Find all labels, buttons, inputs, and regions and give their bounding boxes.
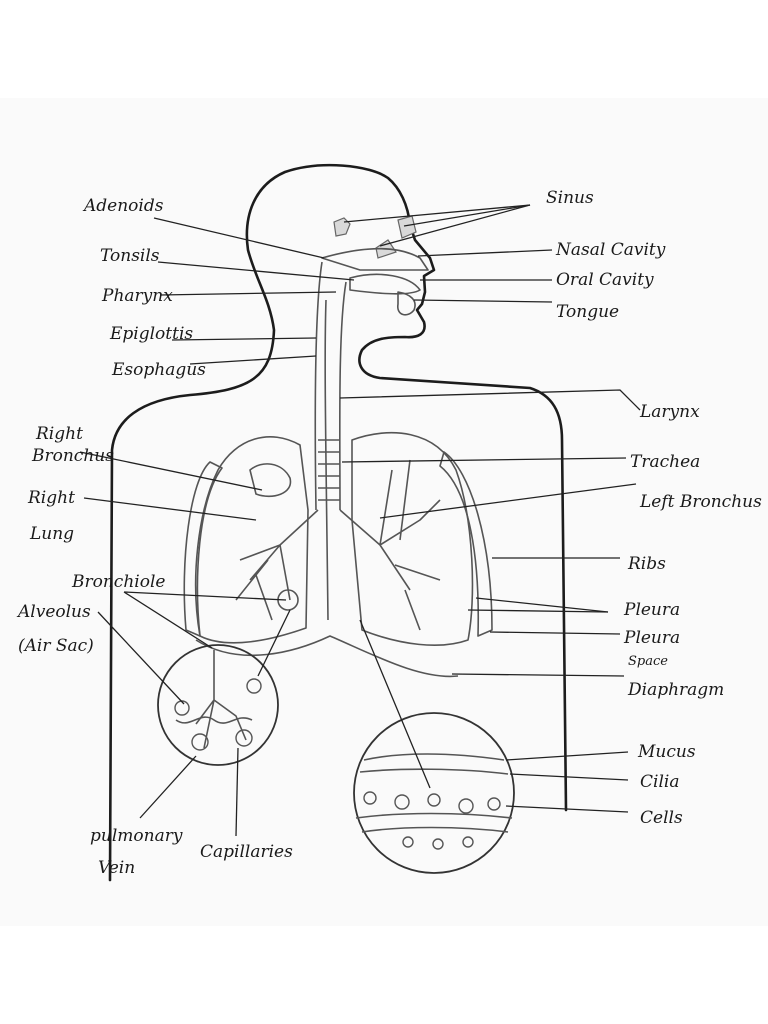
alveolus-sac-3: [175, 701, 189, 715]
label-tongue: Tongue: [556, 302, 619, 322]
leader-alveolus-inset-link: [258, 610, 290, 676]
alveolus-sac-2: [236, 730, 252, 746]
mucus-layer: [364, 754, 504, 760]
leader-right-lung: [84, 498, 256, 520]
label-pleura-space-line2: Space: [628, 652, 668, 672]
bronchi-split: [250, 510, 410, 590]
label-oral-cavity: Oral Cavity: [556, 270, 654, 290]
cilia-layer: [360, 769, 508, 774]
nasal-passage: [322, 249, 428, 270]
leader-adenoids: [154, 218, 324, 258]
label-epiglottis: Epiglottis: [110, 324, 193, 344]
label-sinus: Sinus: [546, 188, 594, 208]
leader-larynx: [340, 390, 640, 410]
leader-pleura-space: [490, 632, 620, 634]
label-diaphragm: Diaphragm: [628, 680, 724, 700]
label-esophagus: Esophagus: [112, 360, 206, 380]
label-pulmonary-vein-line2: Vein: [98, 858, 135, 878]
pharynx-left-wall: [315, 262, 322, 510]
label-trachea: Trachea: [630, 452, 700, 472]
leader-trachea: [342, 458, 626, 462]
epithelial-cell-3: [428, 794, 440, 806]
diaphragm-shape: [196, 636, 458, 676]
label-right-lung-line1: Right: [28, 488, 75, 508]
label-adenoids: Adenoids: [84, 196, 163, 216]
leader-diaphragm: [452, 674, 624, 676]
oral-cavity-shape: [350, 274, 420, 293]
label-mucus: Mucus: [638, 742, 696, 762]
leader-pulmonary-vein: [140, 756, 196, 818]
tongue-shape: [398, 292, 415, 315]
sinus-shape-1: [334, 218, 350, 236]
cell-layer-top: [356, 814, 512, 819]
alveolus-sac-4: [247, 679, 261, 693]
epithelial-cell-1: [364, 792, 376, 804]
lower-cell-1: [403, 837, 413, 847]
label-bronchiole: Bronchiole: [72, 572, 165, 592]
label-tonsils: Tonsils: [100, 246, 160, 266]
right-bronchus-tube: [250, 464, 290, 496]
label-right-bronchus-line1: Right: [36, 424, 83, 444]
leader-epiglottis: [172, 338, 316, 340]
leader-esophagus: [190, 356, 316, 364]
leader-nasal-cavity: [418, 250, 552, 256]
label-larynx: Larynx: [640, 402, 700, 422]
label-pulmonary-vein-line1: pulmonary: [90, 826, 182, 846]
lower-cell-2: [433, 839, 443, 849]
leader-sinus-1: [344, 205, 530, 222]
label-pleura: Pleura: [624, 600, 680, 620]
right-ribs: [184, 462, 222, 636]
cell-layer-bottom: [362, 828, 508, 833]
pharynx-right-wall: [340, 282, 346, 510]
epithelial-cell-4: [459, 799, 473, 813]
label-pleura-space-line1: Pleura: [624, 628, 680, 648]
epithelial-cell-5: [488, 798, 500, 810]
label-alveolus-line2: (Air Sac): [18, 636, 94, 656]
leader-tongue: [414, 300, 552, 302]
leader-left-bronchus: [380, 484, 636, 518]
epithelial-cell-2: [395, 795, 409, 809]
left-bronchial-branches: [380, 460, 440, 630]
label-cells: Cells: [640, 808, 683, 828]
cilia-inset: [354, 713, 514, 873]
leader-pharynx: [160, 292, 336, 295]
label-capillaries: Capillaries: [200, 842, 293, 862]
label-right-bronchus-line2: Bronchus: [32, 446, 114, 466]
left-lung-shape: [352, 433, 472, 646]
leader-mucus: [506, 752, 628, 760]
alveolus-bronchiole: [196, 650, 246, 748]
label-left-bronchus: Left Bronchus: [640, 492, 762, 512]
lower-cell-3: [463, 837, 473, 847]
label-right-lung-line2: Lung: [30, 524, 74, 544]
label-ribs: Ribs: [628, 554, 666, 574]
label-alveolus-line1: Alveolus: [18, 602, 91, 622]
capillary-network: [176, 717, 252, 723]
leader-cilia: [510, 774, 628, 780]
esophagus-line: [325, 300, 328, 620]
label-nasal-cavity: Nasal Cavity: [556, 240, 665, 260]
label-cilia: Cilia: [640, 772, 679, 792]
label-pharynx: Pharynx: [102, 286, 173, 306]
left-ribs: [440, 452, 492, 636]
